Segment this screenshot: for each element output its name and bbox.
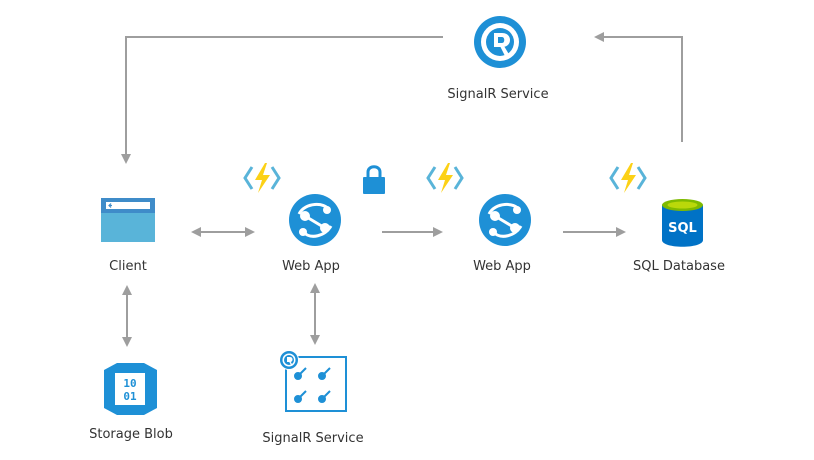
signalr-icon <box>474 16 526 68</box>
connectors <box>121 32 683 347</box>
node-webapp-2: Web App <box>473 194 531 274</box>
signalr-icon <box>279 350 299 370</box>
web-app-icon <box>289 194 341 246</box>
sql-database-icon: SQL <box>662 199 703 247</box>
storage-badge-line-2: 01 <box>123 390 137 403</box>
node-client: Client <box>101 198 155 274</box>
arrow-sql-to-signalr <box>594 32 683 142</box>
sql-badge: SQL <box>668 221 697 236</box>
webapp-2-label: Web App <box>473 259 531 274</box>
sql-database-label: SQL Database <box>633 259 725 274</box>
storage-badge-line-1: 10 <box>123 377 136 390</box>
arrow-signalr-to-client <box>121 36 443 164</box>
storage-blob-icon: 10 01 <box>104 363 157 415</box>
node-storage-blob: 10 01 Storage Blob <box>89 363 173 442</box>
azure-function-icon <box>609 163 647 193</box>
node-signalr-bottom: SignalR Service <box>262 350 364 446</box>
signalr-service-keys-icon <box>279 350 347 412</box>
azure-function-icon <box>243 163 281 193</box>
node-signalr-top: SignalR Service <box>447 16 549 102</box>
webapp-1-label: Web App <box>282 259 340 274</box>
lock-icon <box>363 165 385 194</box>
client-label: Client <box>109 259 147 274</box>
storage-blob-label: Storage Blob <box>89 427 173 442</box>
signalr-bottom-label: SignalR Service <box>262 431 363 446</box>
node-webapp-1: Web App <box>282 194 341 274</box>
node-sql-database: SQL SQL Database <box>633 199 725 274</box>
web-app-icon <box>479 194 531 246</box>
azure-function-icon <box>426 163 464 193</box>
signalr-top-label: SignalR Service <box>447 87 548 102</box>
browser-window-icon <box>101 198 155 242</box>
